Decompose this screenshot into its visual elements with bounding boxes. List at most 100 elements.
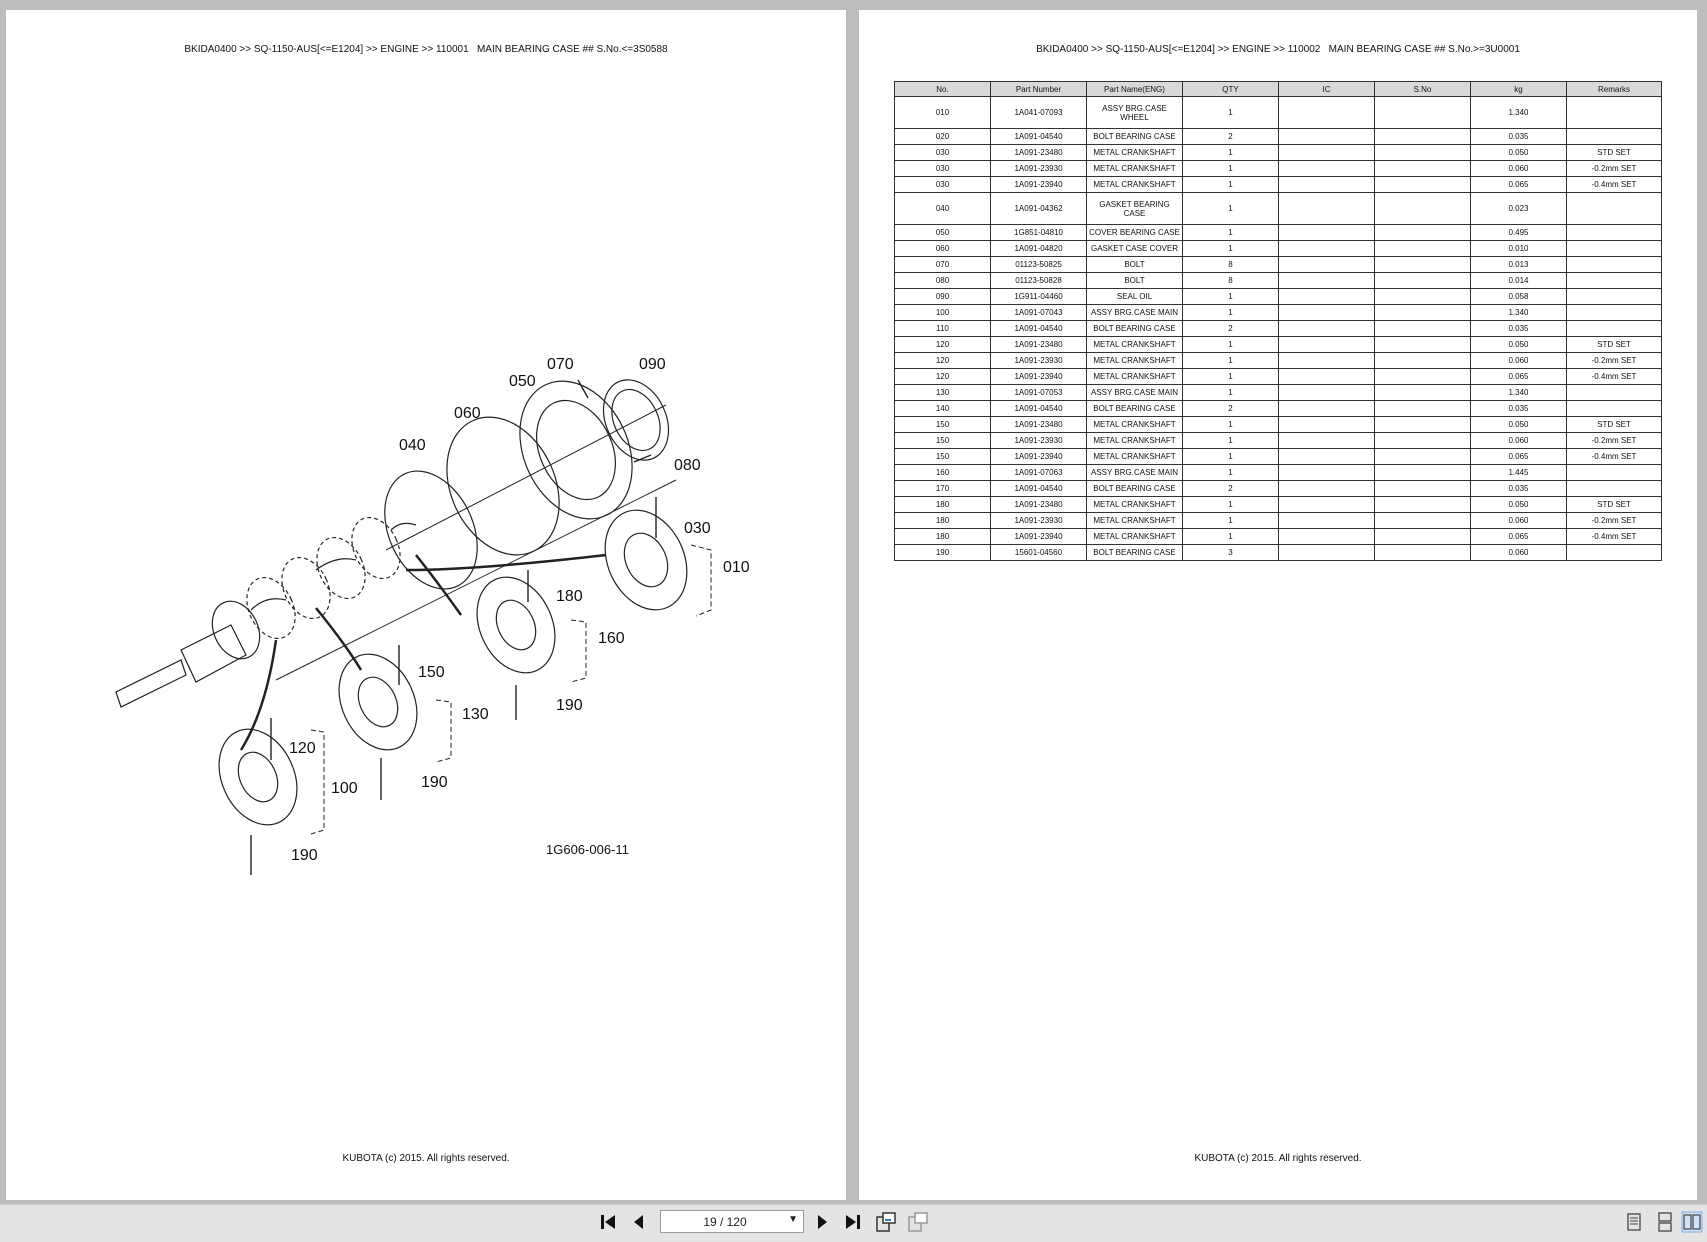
cell-remarks: STD SET [1566,496,1662,513]
cell-kg: 0.065 [1470,176,1567,193]
sync-view-icon[interactable] [875,1211,897,1233]
callout-050: 050 [509,373,536,390]
cell-part-name: BOLT [1086,256,1183,273]
cell-no: 170 [894,480,991,497]
cell-sno [1374,432,1471,449]
cell-kg: 0.050 [1470,144,1567,161]
two-page-view-icon[interactable] [1681,1211,1703,1233]
cell-sno [1374,272,1471,289]
cell-sno [1374,192,1471,225]
cell-qty: 1 [1182,192,1279,225]
col-header-ic: IC [1278,81,1375,97]
callout-030: 030 [684,520,711,537]
col-header-sno: S.No [1374,81,1471,97]
cell-remarks: -0.4mm SET [1566,448,1662,465]
cell-no: 040 [894,192,991,225]
cell-kg: 0.050 [1470,336,1567,353]
cell-kg: 0.060 [1470,352,1567,369]
cell-no: 080 [894,272,991,289]
callout-190-b: 190 [421,774,448,791]
cell-remarks: STD SET [1566,336,1662,353]
cell-part-number: 1A091-23480 [990,336,1087,353]
prev-page-icon[interactable] [628,1211,650,1233]
cell-part-number: 1G851-04810 [990,224,1087,241]
next-page-icon[interactable] [811,1211,833,1233]
cell-part-name: METAL CRANKSHAFT [1086,160,1183,177]
cell-kg: 0.058 [1470,288,1567,305]
single-page-view-icon[interactable] [1623,1211,1645,1233]
cell-sno [1374,304,1471,321]
cell-part-name: METAL CRANKSHAFT [1086,352,1183,369]
cell-no: 010 [894,96,991,129]
callout-100: 100 [331,780,358,797]
compare-icon[interactable] [907,1211,929,1233]
cell-qty: 1 [1182,416,1279,433]
cell-kg: 0.035 [1470,128,1567,145]
cell-no: 030 [894,176,991,193]
cell-no: 180 [894,496,991,513]
first-page-icon[interactable] [598,1211,620,1233]
cell-ic [1278,224,1375,241]
cell-qty: 8 [1182,272,1279,289]
cell-kg: 0.060 [1470,432,1567,449]
cell-part-number: 1A091-23940 [990,528,1087,545]
chevron-down-icon[interactable]: ▼ [788,1214,798,1225]
cell-part-number: 1A091-23480 [990,144,1087,161]
cell-kg: 0.035 [1470,320,1567,337]
cell-ic [1278,272,1375,289]
cell-ic [1278,448,1375,465]
cell-kg: 0.065 [1470,448,1567,465]
cell-ic [1278,160,1375,177]
cell-kg: 0.014 [1470,272,1567,289]
cell-part-number: 1A091-23930 [990,432,1087,449]
cell-part-number: 15601-04560 [990,544,1087,561]
callout-150: 150 [418,664,445,681]
table-header-row: No. Part Number Part Name(ENG) QTY IC S.… [894,81,1662,97]
bearing-case-130-drawing [338,653,418,751]
page-indicator[interactable]: 19 / 120 [703,1215,747,1229]
page-number-field[interactable]: 19 / 120 ▼ [660,1210,804,1233]
cell-part-name: METAL CRANKSHAFT [1086,416,1183,433]
cell-no: 140 [894,400,991,417]
cell-sno [1374,240,1471,257]
cell-remarks: -0.4mm SET [1566,528,1662,545]
left-page-footer: KUBOTA (c) 2015. All rights reserved. [342,1153,510,1164]
col-header-qty: QTY [1182,81,1279,97]
cell-sno [1374,464,1471,481]
cell-remarks: -0.2mm SET [1566,512,1662,529]
cell-part-name: METAL CRANKSHAFT [1086,496,1183,513]
cell-no: 120 [894,352,991,369]
cell-remarks [1566,272,1662,289]
cell-ic [1278,336,1375,353]
cell-sno [1374,96,1471,129]
cell-part-name: METAL CRANKSHAFT [1086,336,1183,353]
cell-part-name: COVER BEARING CASE [1086,224,1183,241]
cell-qty: 1 [1182,352,1279,369]
cell-remarks [1566,320,1662,337]
cell-part-number: 1A091-23940 [990,176,1087,193]
cell-sno [1374,384,1471,401]
cell-no: 090 [894,288,991,305]
last-page-icon[interactable] [841,1211,863,1233]
cell-part-name: ASSY BRG.CASE WHEEL [1086,96,1183,129]
cell-qty: 2 [1182,400,1279,417]
cell-qty: 1 [1182,224,1279,241]
cell-kg: 1.340 [1470,96,1567,129]
cell-kg: 0.035 [1470,480,1567,497]
cell-qty: 1 [1182,96,1279,129]
continuous-view-icon[interactable] [1654,1211,1676,1233]
cell-sno [1374,416,1471,433]
cell-no: 030 [894,144,991,161]
cell-sno [1374,144,1471,161]
